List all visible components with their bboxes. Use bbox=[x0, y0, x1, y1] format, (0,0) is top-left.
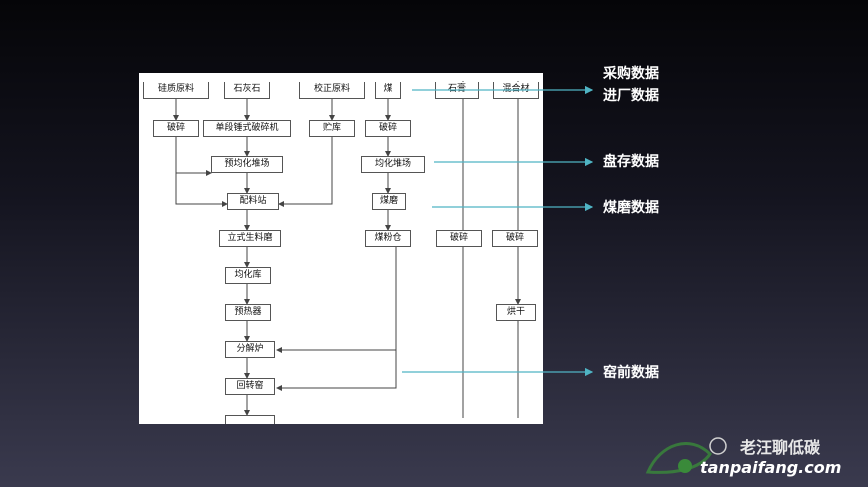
node-rotary-kiln: 回转窑 bbox=[225, 378, 275, 395]
intake-data-label: 进厂数据 bbox=[603, 88, 659, 104]
node-crush-gypsum: 破碎 bbox=[436, 230, 482, 247]
node-crush: 破碎 bbox=[153, 120, 199, 137]
node-crush-admixture: 破碎 bbox=[492, 230, 538, 247]
node-vertical-raw-mill: 立式生料磨 bbox=[219, 230, 281, 247]
watermark-logo bbox=[645, 437, 727, 474]
flowchart-panel: 硅质原料 石灰石 校正原料 煤 石膏 混合材 破碎 单段锤式破碎机 贮库 破碎 … bbox=[139, 73, 543, 424]
node-homogenization-silo: 均化库 bbox=[225, 267, 271, 284]
node-coal-mill: 煤磨 bbox=[372, 193, 406, 210]
node-drying: 烘干 bbox=[496, 304, 536, 321]
node-coal: 煤 bbox=[375, 82, 401, 99]
purchase-data-label: 采购数据 bbox=[603, 66, 659, 82]
node-stub bbox=[225, 415, 275, 424]
watermark-title: 老汪聊低碳 bbox=[740, 438, 821, 457]
node-coal-powder-bin: 煤粉仓 bbox=[365, 230, 411, 247]
node-batching-station: 配料站 bbox=[227, 193, 279, 210]
node-single-hammer-crusher: 单段锤式破碎机 bbox=[203, 120, 291, 137]
flow-edge bbox=[278, 137, 333, 207]
node-correction-raw: 校正原料 bbox=[299, 82, 365, 99]
node-siliceous-raw: 硅质原料 bbox=[143, 82, 209, 99]
node-homogenization-yard-coal: 均化堆场 bbox=[361, 156, 425, 173]
node-crush-coal: 破碎 bbox=[365, 120, 411, 137]
flow-edge bbox=[276, 350, 397, 391]
inventory-data-label: 盘存数据 bbox=[603, 154, 659, 170]
node-storage: 贮库 bbox=[309, 120, 355, 137]
node-calciner: 分解炉 bbox=[225, 341, 275, 358]
node-pre-homogenization-yard: 预均化堆场 bbox=[211, 156, 283, 173]
flow-edge bbox=[175, 173, 228, 207]
coal-mill-data-label: 煤磨数据 bbox=[603, 200, 659, 216]
watermark-url: tanpaifang.com bbox=[700, 458, 842, 477]
flow-lines bbox=[173, 81, 521, 418]
node-limestone: 石灰石 bbox=[224, 82, 270, 99]
kiln-front-data-label: 窑前数据 bbox=[603, 365, 659, 381]
node-preheater: 预热器 bbox=[225, 304, 271, 321]
